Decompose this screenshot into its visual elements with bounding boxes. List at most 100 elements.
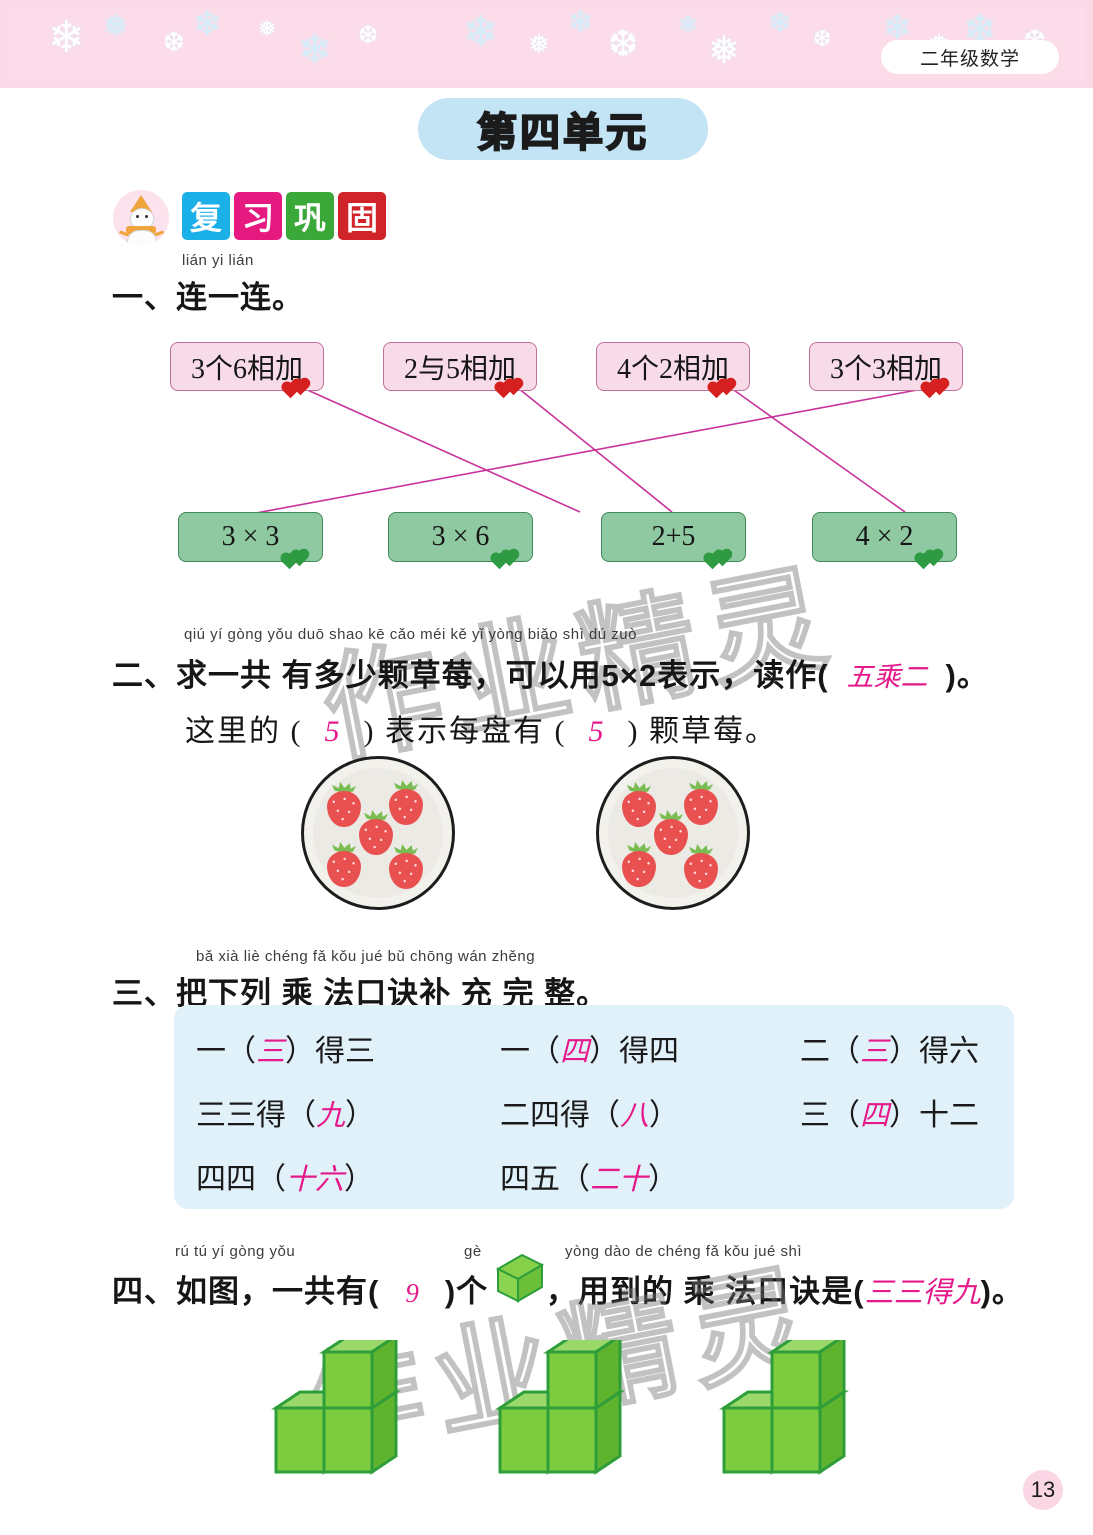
q2-number: 二、 [112,658,176,693]
q1-number: 一、 [112,280,176,315]
match-top-box[interactable]: 4个2相加 [596,342,750,399]
red-hearts-icon [708,379,741,399]
match-top-box[interactable]: 2与5相加 [383,342,537,399]
q2-answer-1: 五乘二 [846,662,928,692]
strawberry-icon [386,843,426,889]
koujue-answer: 九 [316,1100,346,1132]
strawberry-icon [681,779,721,825]
snowflake-icon: ❄ [298,27,332,72]
koujue-post: ） [648,1163,679,1196]
koujue-item[interactable]: 二（三）得六 [800,1026,979,1070]
match-bottom-label: 4 × 2 [855,521,914,552]
koujue-answer: 十六 [286,1164,345,1196]
strawberry-icon [386,779,426,825]
snowflake-icon: ❄ [193,6,222,43]
section-char-fu: 复 [182,192,230,240]
page-number: 13 [1023,1470,1063,1510]
q2-answer-3: 5 [588,715,606,748]
snowflake-icon: ❄ [48,13,85,62]
koujue-post: ）得四 [589,1035,680,1068]
page-number-label: 13 [1030,1477,1056,1502]
snowflake-icon: ❄ [463,10,499,56]
q4-answer-2: 三三得九 [864,1277,981,1309]
snowflake-icon: ❅ [528,30,550,59]
snowflake-icon: ❅ [103,10,129,43]
section-char-gong: 巩 [286,192,334,240]
match-bottom-label: 2+5 [651,521,696,552]
koujue-pre: 二四得（ [500,1099,620,1132]
green-cube-icon [495,1253,545,1303]
q2-answer-2: 5 [324,715,342,748]
q4-text-a: 如图，一共有( [176,1274,380,1309]
q2-line2-a: 这里的 ( [185,715,303,748]
cube-group-2 [495,1340,625,1475]
koujue-pre: 一（ [500,1035,560,1068]
strawberry-icon [651,809,691,855]
snowflake-icon: ❅ [708,30,740,72]
q4-pinyin-c: yòng dào de chéng fǎ kǒu jué shì [565,1243,803,1260]
match-bottom-box[interactable]: 3 × 3 [178,512,323,570]
match-top-box[interactable]: 3个3相加 [809,342,963,399]
grade-badge: 二年级数学 [881,40,1059,74]
koujue-pre: 三（ [800,1099,860,1132]
q3-pinyin: bǎ xià liè chéng fǎ kǒu jué bǔ chōng wán… [196,948,536,965]
koujue-post: ）得六 [889,1035,980,1068]
plate-right [596,756,750,910]
strawberry-icon [619,841,659,887]
koujue-pre: 四四（ [196,1163,286,1196]
match-top-label: 4个2相加 [616,353,729,385]
koujue-pre: 四五（ [500,1163,590,1196]
snowflake-icon: ❄ [678,13,699,39]
koujue-item[interactable]: 二四得（八） [500,1090,679,1134]
koujue-item[interactable]: 三（四）十二 [800,1090,979,1134]
koujue-answer: 四 [560,1036,590,1068]
strawberry-icon [619,781,659,827]
snowflake-icon: ❅ [258,16,277,41]
q4-heading-tail: ，用到的 乘 法口诀是(三三得九)。 [546,1266,1024,1311]
koujue-item[interactable]: 一（三）得三 [196,1026,375,1070]
koujue-post: ） [344,1163,375,1196]
q2-line2-c: ) 颗草莓。 [627,715,777,748]
koujue-answer: 二十 [590,1164,649,1196]
cube-group-1 [271,1340,401,1475]
match-top-label: 3个3相加 [829,353,942,385]
match-bottom-box[interactable]: 3 × 6 [388,512,533,570]
koujue-item[interactable]: 四五（二十） [500,1154,678,1198]
koujue-pre: 三三得（ [196,1099,316,1132]
strawberry-icon [324,781,364,827]
q2-pinyin: qiú yí gòng yǒu duō shao kē cǎo méi kě y… [184,626,637,643]
q4-pinyin-b: gè [464,1243,482,1260]
q1-title: 连一连。 [176,280,304,315]
section-char-gu: 固 [338,192,386,240]
match-bottom-label: 3 × 3 [221,521,280,552]
strawberry-icon [324,841,364,887]
match-top-box[interactable]: 3个6相加 [170,342,324,399]
match-top-label: 3个6相加 [190,353,303,385]
strawberry-icon [356,809,396,855]
koujue-post: ） [345,1099,376,1132]
cube-group-3 [719,1340,849,1475]
plate-left [301,756,455,910]
koujue-item[interactable]: 四四（十六） [196,1154,374,1198]
koujue-post: ）十二 [889,1099,980,1132]
match-bottom-box[interactable]: 2+5 [601,512,746,570]
page-title: 第四单元 [476,110,649,156]
q2-line2-b: ) 表示每盘有 ( [363,715,567,748]
q4-text-b: )个 [444,1274,489,1309]
snowflake-icon: ❄ [883,10,912,47]
q4-text-d: )。 [980,1274,1024,1309]
red-hearts-icon [495,379,528,399]
snowflake-icon: ❆ [358,23,379,49]
koujue-post: ） [649,1099,680,1132]
match-bottom-box[interactable]: 4 × 2 [812,512,957,570]
koujue-item[interactable]: 三三得（九） [196,1090,375,1134]
q2-text-a: 求一共 有多少颗草莓，可以用5×2表示，读作( [176,658,829,693]
koujue-answer: 四 [860,1100,890,1132]
top-banner: ❄ ❅ ❆ ❄ ❅ ❄ ❆ ❄ ❅ ❄ ❆ ❄ ❅ ❄ ❆ ❄ ❅ ❄ ❆ 二年… [0,0,1093,88]
koujue-answer: 八 [620,1100,650,1132]
q2-line2: 这里的 ( 5 ) 表示每盘有 ( 5 ) 颗草莓。 [185,706,777,750]
koujue-item[interactable]: 一（四）得四 [500,1026,679,1070]
snowflake-icon: ❄ [768,8,792,39]
q4-pinyin-a: rú tú yí gòng yǒu [175,1243,296,1260]
